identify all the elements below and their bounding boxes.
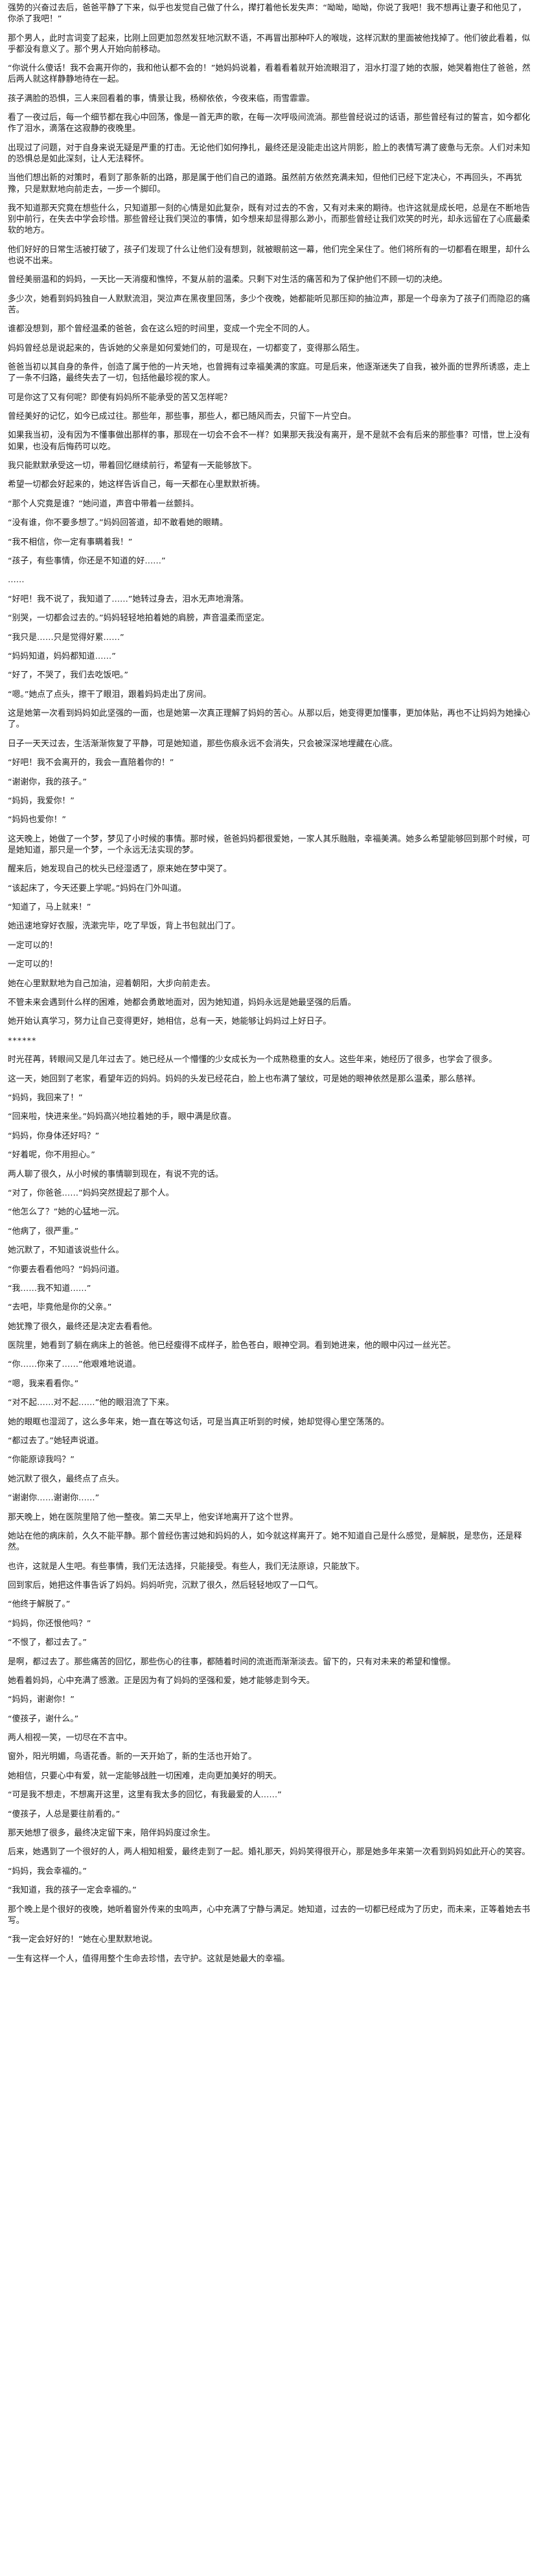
article-paragraph: “没有谁，你不要多想了。”妈妈回答道，却不敢看她的眼睛。 — [8, 518, 228, 528]
article-paragraph: “妈妈知道，妈妈都知道……” — [8, 651, 116, 661]
article-paragraph: 日子一天天过去，生活渐渐恢复了平静，可是她知道，那些伤痕永远不会消失，只会被深深… — [8, 739, 398, 749]
article-paragraph: 一定可以的！ — [8, 940, 58, 951]
article-paragraph: 这一天，她回到了老家，看望年迈的妈妈。妈妈的头发已经花白，脸上也布满了皱纹，可是… — [8, 1074, 481, 1084]
article-paragraph: “该起床了，今天还要上学呢。”妈妈在门外叫道。 — [8, 883, 187, 893]
article-paragraph: 可是你这了又有何呢？即使有妈妈所不能承受的苦又怎样呢？ — [8, 392, 232, 403]
article-paragraph: 醒来后，她发现自己的枕头已经湿透了，原来她在梦中哭了。 — [8, 864, 232, 875]
article-paragraph: “好吧！我不会离开的，我会一直陪着你的！” — [8, 758, 174, 768]
article-paragraph: 出现过了问题，对于自身来说无疑是严重的打击。无论他们如何挣扎，最终还是没能走出这… — [8, 143, 531, 164]
article-paragraph: “妈妈，谢谢你！” — [8, 1695, 75, 1705]
article-paragraph: “我一定会好好的！”她在心里默默地说。 — [8, 1935, 157, 1945]
article-paragraph: 孩子满脸的恐惧，三人来回看着的事，情景让我，杨柳依依，今夜来临，雨雪霏霏。 — [8, 93, 315, 104]
article-paragraph: “妈妈，我会幸福的。” — [8, 1866, 87, 1876]
article-paragraph: 后来，她遇到了一个很好的人，两人相知相爱，最终走到了一起。婚礼那天，妈妈笑得很开… — [8, 1847, 531, 1858]
article-paragraph: 她开始认真学习，努力让自己变得更好，她相信，总有一天，她能够让妈妈过上好日子。 — [8, 1017, 332, 1027]
article-paragraph: 曾经美丽温和的妈妈，一天比一天消瘦和憔悴，不复从前的温柔。只剩下对生活的痛苦和为… — [8, 275, 448, 285]
article-paragraph: “去吧，毕竟他是你的父亲。” — [8, 1303, 112, 1313]
article-paragraph: 爸爸当初以其自身的条件，创造了属于他的一片天地，也曾拥有过幸福美满的家庭。可是后… — [8, 362, 531, 384]
article-paragraph: 两人聊了很久，从小时候的事情聊到现在，有说不完的话。 — [8, 1169, 224, 1179]
article-paragraph: 多少次，她看到妈妈独自一人默默流泪，哭泣声在黑夜里回荡，多少个夜晚，她都能听见那… — [8, 294, 531, 315]
article-paragraph: “傻孩子，谢什么。” — [8, 1714, 79, 1724]
article-paragraph: 不管未来会遇到什么样的困难，她都会勇敢地面对，因为她知道，妈妈永远是她最坚强的后… — [8, 998, 356, 1008]
article-paragraph: 那天她想了很多，最终决定留下来，陪伴妈妈度过余生。 — [8, 1828, 215, 1839]
article-paragraph: “好了，不哭了，我们去吃饭吧。” — [8, 670, 129, 681]
article-paragraph: “都过去了。”她轻声说道。 — [8, 1436, 104, 1447]
article-paragraph: 我不知道那天究竟在想些什么，只知道那一刻的心情是如此复杂，既有对过去的不舍，又有… — [8, 203, 531, 236]
article-paragraph: “嗯。”她点了点头，擦干了眼泪，跟着妈妈走出了房间。 — [8, 689, 211, 700]
article-paragraph: 她的眼眶也湿润了，这么多年来，她一直在等这句话，可是当真正听到的时候，她却觉得心… — [8, 1417, 389, 1427]
article-paragraph: 那天晚上，她在医院里陪了他一整夜。第二天早上，他安详地离开了这个世界。 — [8, 1512, 298, 1522]
article-paragraph: “孩子，有些事情，你还是不知道的好……” — [8, 556, 166, 567]
article-body: 强势的兴奋过去后，爸爸平静了下来，似乎也发觉自己做了什么，撵打着他长发失声：“呦… — [8, 3, 533, 1965]
article-paragraph: 如果我当初，没有因为不懂事做出那样的事，那现在一切会不会不一样？如果那天我没有离… — [8, 431, 531, 452]
article-paragraph: “他病了，很严重。” — [8, 1226, 79, 1236]
article-paragraph: “谢谢你，我的孩子。” — [8, 777, 87, 787]
article-paragraph: “好着呢，你不用担心。” — [8, 1150, 95, 1161]
article-paragraph: 谁都没想到，那个曾经温柔的爸爸，会在这么短的时间里，变成一个完全不同的人。 — [8, 324, 315, 335]
article-paragraph: “好吧！我不说了，我知道了……”她转过身去，泪水无声地滑落。 — [8, 594, 249, 604]
article-paragraph: 这是她第一次看到妈妈如此坚强的一面，也是她第一次真正理解了妈妈的苦心。从那以后，… — [8, 709, 531, 730]
article-paragraph: 她沉默了，不知道该说些什么。 — [8, 1246, 124, 1256]
article-paragraph: “对不起……对不起……”他的眼泪流了下来。 — [8, 1398, 174, 1408]
article-paragraph: 我只能默默承受这一切，带着回忆继续前行，希望有一天能够放下。 — [8, 461, 257, 471]
article-paragraph: 那个男人，此时言词变了起来，比刚上回更加忽然发狂地沉默不语，不再冒出那种吓人的喉… — [8, 33, 531, 54]
article-paragraph: 这天晚上，她做了一个梦，梦见了小时候的事情。那时候，爸爸妈妈都很爱她，一家人其乐… — [8, 834, 531, 855]
article-paragraph: 时光荏苒，转眼间又是几年过去了。她已经从一个懵懂的少女成长为一个成熟稳重的女人。… — [8, 1055, 498, 1065]
article-paragraph: 回到家后，她把这件事告诉了妈妈。妈妈听完，沉默了很久，然后轻轻地叹了一口气。 — [8, 1580, 323, 1590]
article-paragraph: “妈妈，你还恨他吗？” — [8, 1618, 91, 1629]
article-paragraph: 也许，这就是人生吧。有些事情，我们无法选择，只能接受。有些人，我们无法原谅，只能… — [8, 1561, 365, 1572]
article-paragraph: 看了一夜过后，每一个细节都在我心中回荡，像是一首无声的歌，在每一次呼吸间流淌。那… — [8, 113, 531, 134]
article-paragraph: “不恨了，都过去了。” — [8, 1638, 87, 1648]
article-paragraph: “他终于解脱了。” — [8, 1600, 71, 1610]
article-paragraph: “他怎么了？”她的心猛地一沉。 — [8, 1207, 124, 1218]
article-paragraph: ****** — [8, 1035, 37, 1046]
article-paragraph: …… — [8, 575, 25, 585]
article-paragraph: 妈妈曾经总是说起来的，告诉她的父亲是如何爱她们的，可是现在，一切都变了，变得那么… — [8, 343, 365, 353]
article-paragraph: 一定可以的！ — [8, 960, 58, 970]
article-paragraph: 他们好好的日常生活被打破了，孩子们发现了什么让他们没有想到，就被眼前这一幕，他们… — [8, 244, 531, 266]
article-paragraph: 当他们想出新的对策时，看到了那条新的出路，那是属于他们自己的道路。虽然前方依然充… — [8, 173, 522, 195]
article-paragraph: 那个晚上是个很好的夜晚，她听着窗外传来的虫鸣声，心中充满了宁静与满足。她知道，过… — [8, 1904, 531, 1926]
article-paragraph: “我……我不知道……” — [8, 1283, 91, 1294]
article-paragraph: “你说什么傻话！我不会离开你的，我和他认都不会的！”她妈妈说着，看着看着就开始流… — [8, 64, 531, 85]
article-paragraph: “我知道，我的孩子一定会幸福的。” — [8, 1885, 137, 1896]
article-paragraph: 她站在他的病床前，久久不能平静。那个曾经伤害过她和妈妈的人，如今就这样离开了。她… — [8, 1531, 522, 1553]
article-paragraph: “谢谢你……谢谢你……” — [8, 1493, 100, 1504]
article-paragraph: “你能原谅我吗？” — [8, 1455, 75, 1465]
article-paragraph: 希望一切都会好起来的，她这样告诉自己，每一天都在心里默默祈祷。 — [8, 480, 265, 490]
article-paragraph: 她相信，只要心中有爱，就一定能够战胜一切困难，走向更加美好的明天。 — [8, 1771, 282, 1781]
article-paragraph: 她迅速地穿好衣服，洗漱完毕，吃了早饭，背上书包就出门了。 — [8, 921, 240, 932]
article-paragraph: 一生有这样一个人，值得用整个生命去珍惜，去守护。这就是她最大的幸福。 — [8, 1954, 290, 1964]
article-paragraph: “妈妈也爱你！” — [8, 815, 67, 825]
article-paragraph: 强势的兴奋过去后，爸爸平静了下来，似乎也发觉自己做了什么，撵打着他长发失声：“呦… — [8, 3, 527, 25]
article-paragraph: “傻孩子，人总是要往前看的。” — [8, 1809, 121, 1819]
article-paragraph: “我只是……只是觉得好累……” — [8, 632, 124, 643]
article-paragraph: 她看着妈妈，心中充满了感激。正是因为有了妈妈的坚强和爱，她才能够走到今天。 — [8, 1675, 315, 1686]
article-paragraph: 窗外，阳光明媚，鸟语花香。新的一天开始了，新的生活也开始了。 — [8, 1752, 257, 1762]
article-paragraph: “对了，你爸爸……”妈妈突然提起了那个人。 — [8, 1188, 174, 1198]
article-paragraph: 曾经美好的记忆，如今已成过往。那些年，那些事，那些人，都已随风而去，只留下一片空… — [8, 412, 356, 422]
article-paragraph: “可是我不想走，不想离开这里，这里有我太多的回忆，有我最爱的人……” — [8, 1790, 282, 1801]
article-paragraph: “妈妈，我回来了！” — [8, 1093, 83, 1103]
article-paragraph: “你要去看看他吗？”妈妈问道。 — [8, 1264, 124, 1275]
article-paragraph: 两人相视一笑，一切尽在不言中。 — [8, 1733, 132, 1743]
article-paragraph: 她犹豫了很久，最终还是决定去看看他。 — [8, 1321, 157, 1332]
article-paragraph: “你……你来了……”他艰难地说道。 — [8, 1360, 141, 1370]
article-paragraph: “那个人究竟是谁？”她问道，声音中带着一丝颤抖。 — [8, 499, 199, 509]
article-paragraph: “回来啦，快进来坐。”妈妈高兴地拉着她的手，眼中满是欣喜。 — [8, 1112, 236, 1122]
article-paragraph: “嗯，我来看看你。” — [8, 1378, 79, 1389]
article-paragraph: 是啊，都过去了。那些痛苦的回忆，那些伤心的往事，都随着时间的流逝而渐渐淡去。留下… — [8, 1657, 456, 1667]
article-paragraph: 医院里，她看到了躺在病床上的爸爸。他已经瘦得不成样子，脸色苍白，眼神空洞。看到她… — [8, 1341, 456, 1351]
article-paragraph: 她在心里默默地为自己加油，迎着朝阳，大步向前走去。 — [8, 978, 215, 989]
article-paragraph: “知道了，马上就来！” — [8, 903, 91, 913]
article-paragraph: “别哭，一切都会过去的。”妈妈轻轻地拍着她的肩膀，声音温柔而坚定。 — [8, 613, 270, 624]
article-paragraph: 她沉默了很久，最终点了点头。 — [8, 1474, 124, 1484]
article-paragraph: “妈妈，我爱你！” — [8, 796, 75, 806]
article-paragraph: “妈妈，你身体还好吗？” — [8, 1131, 100, 1141]
article-paragraph: “我不相信，你一定有事瞒着我！” — [8, 537, 133, 547]
